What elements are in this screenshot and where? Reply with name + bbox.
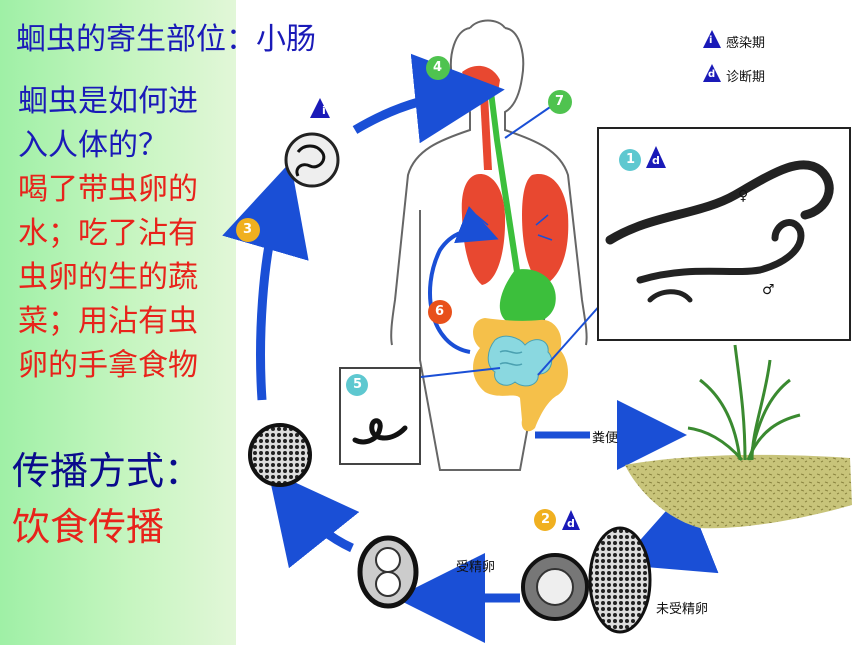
stage-badge-7 [548, 90, 572, 114]
lung-right [522, 174, 569, 285]
stomach [499, 269, 556, 325]
stage-badge-4 [426, 56, 450, 80]
diagnostic-marker-1-letter: d [652, 154, 660, 167]
fertilized-egg-label: 受精卵 [456, 560, 496, 575]
egg-infective [284, 132, 340, 188]
legend-infective-symbol: i [709, 35, 713, 46]
mouth-throat [462, 65, 500, 92]
male-symbol: ♂ [762, 282, 775, 298]
stage-2-label: 2 [541, 512, 551, 527]
answer-line-5: 卵的手拿食物 [18, 348, 198, 383]
diagnostic-marker-2 [562, 510, 580, 530]
legend-diagnostic-symbol: d [708, 69, 716, 80]
left-panel [0, 0, 236, 645]
stage-badge-6 [428, 300, 452, 324]
unfertilized-egg-label: 未受精卵 [656, 602, 709, 617]
answer-line-1: 喝了带虫卵的 [18, 172, 198, 207]
stage-6-label: 6 [435, 304, 445, 319]
legend-infective-label: 感染期 [726, 36, 766, 51]
migration-arrow [428, 206, 499, 354]
stage-badge-3 [236, 218, 260, 242]
answer-line-3: 虫卵的生的蔬 [18, 260, 198, 295]
stage-3-label: 3 [243, 222, 253, 237]
answer-line-2: 水；吃了沾有 [18, 216, 198, 251]
female-worm [605, 160, 834, 245]
legend [703, 30, 721, 82]
stage-4-label: 4 [433, 60, 443, 75]
transmission-value: 饮食传播 [12, 505, 165, 549]
diagnostic-marker-1 [646, 146, 666, 168]
feces-label: 粪便 [592, 431, 619, 446]
stage-badge-1 [619, 149, 641, 171]
egg-fertilized [521, 553, 589, 621]
egg-developing [357, 535, 419, 609]
question-line-1: 蛔虫是如何进 [18, 84, 198, 119]
grass [687, 344, 801, 461]
page-title: 蛔虫的寄生部位：小肠 [16, 22, 316, 57]
stage-badge-5 [346, 374, 368, 396]
cycle-arrow-left [222, 161, 309, 401]
infective-marker [310, 98, 330, 118]
egg-unfertilized [588, 526, 652, 634]
male-worm [636, 219, 805, 284]
answer-line-4: 菜；用沾有虫 [18, 304, 198, 339]
cycle-arrow-top [352, 53, 505, 144]
question-line-2: 入人体的？ [18, 128, 168, 163]
transmission-label: 传播方式： [12, 449, 203, 493]
larva [352, 418, 408, 445]
legend-diagnostic-label: 诊断期 [726, 70, 766, 85]
egg-embryonated [248, 423, 312, 487]
diagnostic-marker-2-letter: d [567, 517, 575, 530]
stage-5-label: 5 [353, 377, 363, 392]
cycle-arrow-bottom-left [267, 469, 360, 569]
soil [625, 454, 852, 529]
stage-badge-2 [534, 509, 556, 531]
stage-1-label: 1 [626, 152, 636, 167]
infective-marker-letter: i [322, 104, 326, 117]
stage-7-label: 7 [555, 94, 565, 109]
female-symbol: ♀ [738, 188, 749, 204]
